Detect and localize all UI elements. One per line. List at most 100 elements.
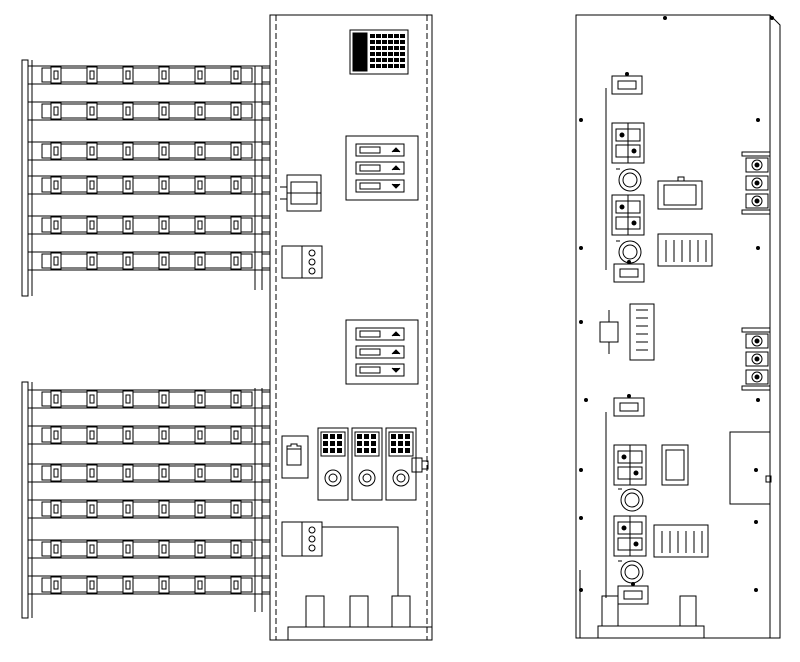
heater-row: [28, 102, 270, 120]
heater-element-core: [126, 395, 130, 403]
relay-terminal: [330, 448, 335, 453]
heater-element: [87, 465, 97, 481]
terminal-screw-head: [755, 181, 759, 185]
fuse-contact: [634, 471, 638, 475]
nameplate-cell: [376, 58, 381, 62]
heater-element-core: [198, 71, 202, 79]
small-terminal-pin: [628, 261, 631, 264]
heater-row: [28, 176, 270, 194]
heater-element: [123, 577, 133, 593]
heater-element-core: [90, 221, 94, 229]
heater-element: [123, 541, 133, 557]
heater-element-core: [234, 431, 238, 439]
heater-element-core: [126, 221, 130, 229]
heater-element-core: [162, 545, 166, 553]
indicator-lamp: [618, 561, 643, 583]
row-coupling: [262, 144, 270, 158]
switch-arrow-icon: [392, 350, 400, 354]
mounting-hole: [580, 469, 583, 472]
heater-element-core: [198, 147, 202, 155]
fuse-contact: [620, 133, 624, 137]
terminal-cluster-rail: [742, 210, 770, 214]
terminal-screw-head: [755, 199, 759, 203]
nameplate-cell: [376, 40, 381, 44]
terminal-lug: [746, 352, 768, 366]
right-foot: [602, 596, 618, 626]
rocker-switch-paddle: [360, 349, 380, 355]
heater-element: [159, 541, 169, 557]
heater-element-core: [126, 545, 130, 553]
nameplate-cell: [370, 64, 375, 68]
heater-element-core: [234, 147, 238, 155]
heater-element-core: [54, 221, 58, 229]
small-terminal-screw: [624, 591, 642, 599]
heater-element-core: [162, 431, 166, 439]
heater-element: [231, 541, 241, 557]
bank-manifold: [22, 60, 28, 296]
switch-panel-frame: [346, 320, 418, 384]
heater-tube: [42, 254, 252, 268]
mounting-hole: [757, 399, 760, 402]
heater-element: [231, 253, 241, 269]
small-terminal-pin: [626, 73, 629, 76]
relay-housing: [318, 428, 348, 500]
terminal-screw-head: [755, 357, 759, 361]
terminal-lug: [746, 370, 768, 384]
terminal-screw: [752, 160, 762, 170]
terminal-block-lower: [282, 522, 322, 556]
terminal-cluster: [742, 152, 770, 214]
nameplate-cell: [376, 52, 381, 56]
heater-element-core: [126, 469, 130, 477]
nameplate-cell: [400, 64, 405, 68]
heater-element: [195, 501, 205, 517]
heater-element-core: [90, 505, 94, 513]
mounting-hole: [580, 517, 583, 520]
heater-element-core: [126, 581, 130, 589]
small-terminal-body: [612, 76, 642, 94]
row-coupling: [262, 178, 270, 192]
relay-terminal: [364, 448, 369, 453]
switch-arrow-icon: [392, 368, 400, 372]
lamp-bezel: [619, 169, 641, 191]
heater-element: [87, 391, 97, 407]
heater-element-core: [54, 107, 58, 115]
heater-element-core: [198, 395, 202, 403]
nameplate-cell: [382, 58, 387, 62]
heater-element: [159, 217, 169, 233]
relay-terminal: [371, 448, 376, 453]
heater-tube: [42, 542, 252, 556]
heater-element-core: [90, 395, 94, 403]
rocker-switch: [356, 144, 404, 156]
nameplate-cell: [376, 64, 381, 68]
relay-terminal: [337, 448, 342, 453]
small-terminal-pin: [628, 395, 631, 398]
heater-element: [195, 253, 205, 269]
lamp-bezel: [621, 561, 643, 583]
mounting-hole: [580, 321, 583, 324]
nameplate-cell: [394, 64, 399, 68]
heater-bank-lower: [22, 382, 270, 618]
heater-element: [51, 217, 61, 233]
heater-element-core: [198, 257, 202, 265]
relay-terminal: [323, 448, 328, 453]
heater-tube: [42, 392, 252, 406]
heater-element-core: [234, 221, 238, 229]
nameplate-cell: [400, 58, 405, 62]
heater-element: [195, 217, 205, 233]
mounting-hole: [580, 119, 583, 122]
terminal-screw-head: [755, 163, 759, 167]
heater-element: [159, 253, 169, 269]
mounting-hole: [580, 589, 583, 592]
heater-element: [87, 217, 97, 233]
rocker-switch: [356, 180, 404, 192]
heater-element: [231, 427, 241, 443]
inline-fuse: [600, 310, 618, 354]
heater-element-core: [90, 71, 94, 79]
heater-element-core: [198, 505, 202, 513]
fuse-cartridge: [616, 201, 640, 213]
heater-tube: [42, 578, 252, 592]
heater-element: [123, 391, 133, 407]
small-terminal-screw: [620, 403, 638, 411]
nameplate-cell: [400, 34, 405, 38]
heater-row: [28, 576, 270, 594]
